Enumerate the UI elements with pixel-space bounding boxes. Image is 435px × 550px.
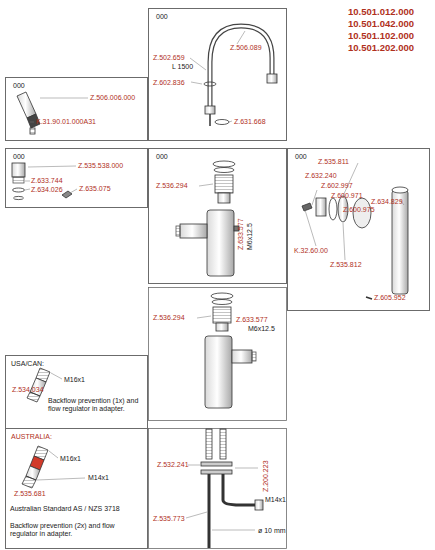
part-number: Z.602.836 (153, 79, 185, 87)
part-number: Z.200.223 (262, 460, 270, 492)
hand-shower (17, 92, 88, 134)
panel-heading: 000 (156, 13, 168, 21)
supply-hoses (186, 429, 263, 548)
panel-heading: 000 (295, 153, 307, 161)
part-number: 10.501.102.000 (348, 30, 414, 41)
mixer-body (197, 293, 256, 408)
part-number: Z.633.744 (31, 177, 63, 185)
parts-panel: 000 (5, 77, 148, 141)
part-note: Backflow prevention (1x) and flow regula… (48, 397, 143, 413)
hose-adapter (22, 446, 85, 488)
part-note: Backflow prevention (2x) and flow regula… (10, 522, 140, 538)
part-number: Z.605.952 (374, 294, 406, 302)
parts-panel: 000 (148, 8, 287, 141)
aerator-set (12, 163, 77, 200)
part-number: Z.532.241 (157, 461, 189, 469)
part-number: Z.600.971 (331, 192, 363, 200)
part-note: M14x1 (265, 496, 286, 504)
panel-heading: AUSTRALIA: (11, 433, 52, 441)
part-number: 10.501.202.000 (348, 42, 414, 53)
panel-frame (149, 288, 287, 421)
hose-adapter (27, 368, 62, 402)
part-number: Z.632.240 (305, 172, 337, 180)
part-note: M14x1 (88, 474, 109, 482)
part-number: Z.535.812 (330, 261, 362, 269)
part-number: Z.633.577 (237, 218, 245, 250)
part-number: Z.502.659 (153, 54, 185, 62)
part-note: M16x1 (64, 376, 85, 384)
part-number: 10.501.042.000 (348, 18, 414, 29)
part-number: Z.535.538.000 (78, 162, 123, 170)
panel-heading: USA/CAN: (11, 360, 44, 368)
part-note: M6x12.5 (246, 223, 254, 250)
part-number: Z.536.294 (153, 314, 185, 322)
part-note: Australian Standard AS / NZS 3718 (10, 505, 120, 513)
part-number: Z.535.811 (318, 158, 349, 166)
part-number: Z.535.681 (14, 490, 46, 498)
part-number: 10.501.012.000 (348, 6, 414, 17)
part-note: M16x1 (60, 455, 81, 463)
parts-panel: 000 (148, 148, 287, 284)
mixer-body (176, 161, 239, 276)
part-number: Z.634.829 (371, 198, 403, 206)
part-note: L 1500 (172, 63, 193, 71)
part-number: Z.536.294 (156, 182, 188, 190)
part-number: K.32.60.00 (294, 247, 328, 255)
part-number: Z.535.773 (153, 515, 185, 523)
part-number: Z.631.668 (234, 118, 266, 126)
parts-panel: 000 (5, 148, 148, 208)
handle-set (302, 163, 408, 299)
panel-heading: 000 (13, 82, 25, 90)
part-number: Z.534.034 (12, 386, 44, 394)
part-number: Z.635.075 (79, 185, 111, 193)
part-number: Z.506.089 (230, 44, 262, 52)
part-number: Z.600.975 (343, 206, 375, 214)
part-note: M6x12.5 (248, 325, 275, 333)
panel-heading: 000 (156, 153, 168, 161)
part-number: K.31.90.01.000A31 (36, 118, 96, 126)
panel-frame (149, 429, 287, 549)
spout (190, 26, 277, 126)
panel-heading: 000 (13, 153, 25, 161)
part-number: Z.506.006.000 (90, 94, 135, 102)
part-number: Z.634.026 (31, 186, 63, 194)
part-number: Z.602.997 (321, 182, 353, 190)
part-note: ø 10 mm (258, 527, 286, 535)
part-number: Z.633.577 (236, 316, 268, 324)
